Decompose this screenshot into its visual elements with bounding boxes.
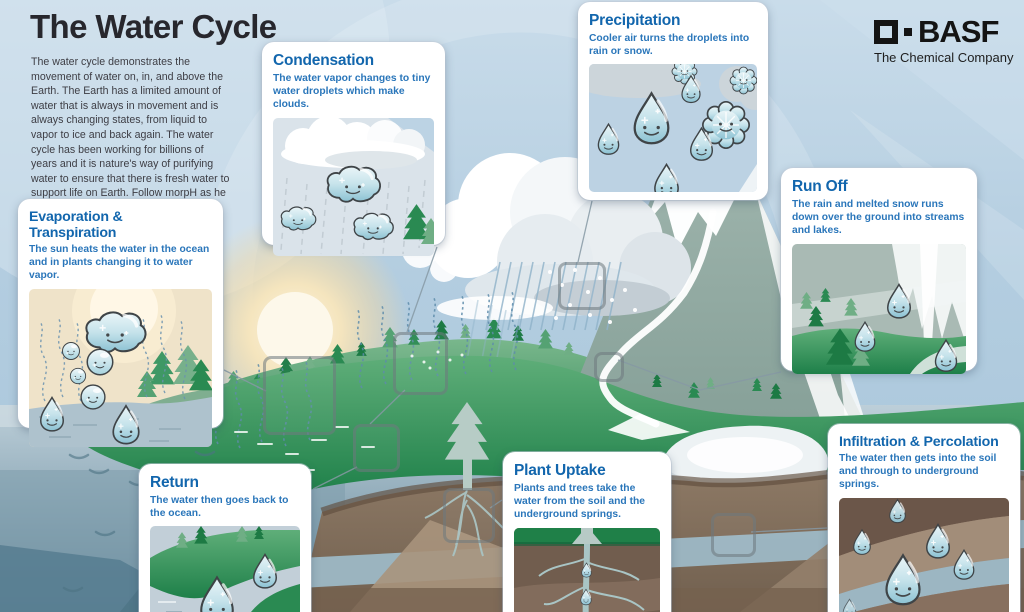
runoff-illustration [792, 243, 966, 374]
plant-uptake-illustration [514, 527, 660, 612]
hotspot-evaporation-zone[interactable] [263, 356, 336, 435]
stage-card-infiltration[interactable]: Infiltration & Percolation The water the… [828, 424, 1020, 612]
stage-title: Precipitation [589, 12, 681, 29]
infiltration-illustration [839, 497, 1009, 612]
basf-logo: BASF The Chemical Company [874, 16, 1013, 65]
evaporation-illustration [29, 288, 212, 447]
stage-card-evaporation[interactable]: Evaporation & Transpiration The sun heat… [18, 199, 223, 447]
stage-card-runoff[interactable]: Run Off The rain and melted snow runs do… [781, 168, 977, 374]
hotspot-infiltration-zone[interactable] [711, 513, 756, 557]
hotspot-precipitation-zone[interactable] [558, 262, 606, 310]
stage-description: Plants and trees take the water from the… [514, 483, 646, 521]
stage-card-return[interactable]: Return The water then goes back to the o… [139, 464, 311, 612]
basf-dot-icon [904, 27, 912, 36]
page-intro: The water cycle demonstrates the movemen… [31, 56, 230, 229]
stage-title: Run Off [792, 178, 848, 195]
stage-title: Plant Uptake [514, 462, 606, 479]
river [599, 208, 717, 440]
stage-title: Evaporation & Transpiration [29, 209, 123, 241]
precipitation-illustration [589, 64, 757, 193]
condensation-illustration [273, 117, 434, 256]
stage-description: The water then goes back to the ocean. [150, 495, 289, 520]
stage-title: Infiltration & Percolation [839, 434, 999, 450]
stage-description: The sun heats the water in the ocean and… [29, 244, 210, 282]
tree-with-roots [424, 402, 504, 557]
page-title: The Water Cycle [30, 8, 277, 45]
stage-card-condensation[interactable]: Condensation The water vapor changes to … [262, 42, 445, 256]
stage-title: Return [150, 474, 199, 491]
hotspot-runoff-zone[interactable] [594, 352, 624, 382]
stage-description: The rain and melted snow runs down over … [792, 199, 965, 237]
snow-dots [548, 268, 637, 324]
hotspot-plant-uptake-zone[interactable] [443, 488, 495, 543]
sea-sparkle-dots [410, 350, 464, 370]
brand-name: BASF [918, 14, 999, 49]
connector-lines [223, 200, 828, 533]
stage-card-plant-uptake[interactable]: Plant Uptake Plants and trees take the w… [503, 452, 671, 612]
stage-description: Cooler air turns the droplets into rain … [589, 33, 750, 58]
hotspot-return-zone[interactable] [353, 424, 400, 472]
return-illustration [150, 526, 300, 612]
stage-description: The water then gets into the soil and th… [839, 453, 997, 491]
hotspot-condensation-zone[interactable] [393, 332, 448, 395]
basf-square-icon [874, 19, 898, 44]
brand-tagline: The Chemical Company [874, 50, 1014, 65]
stage-title: Condensation [273, 52, 374, 69]
stage-description: The water vapor changes to tiny water dr… [273, 73, 431, 111]
stage-card-precipitation[interactable]: Precipitation Cooler air turns the dropl… [578, 2, 768, 200]
